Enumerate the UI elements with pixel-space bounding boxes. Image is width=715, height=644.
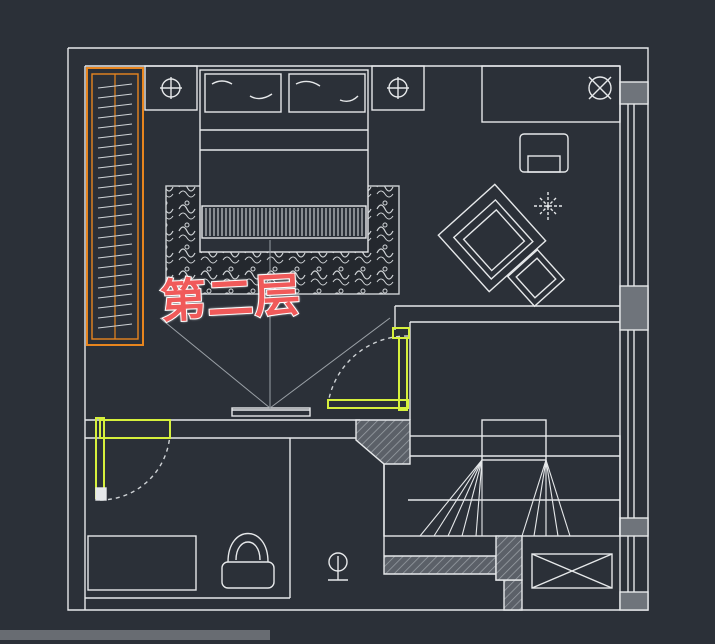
bedroom-partition (85, 407, 360, 439)
nightstand-right-icon (371, 65, 425, 111)
staircase-icon (383, 419, 621, 537)
nightstand-left-icon (144, 65, 198, 111)
floor-label: 第二层 (158, 266, 304, 329)
tv-cabinet-icon (481, 65, 621, 123)
wardrobe-icon (86, 67, 144, 346)
floor-drain-icon (328, 552, 348, 581)
potted-plant-icon (534, 192, 562, 220)
window-right (619, 66, 649, 611)
side-table-icon (506, 248, 566, 308)
armchair-icon (437, 183, 547, 293)
stair-hall-wall (394, 305, 620, 420)
bathroom-wall (85, 438, 291, 599)
toilet-icon (221, 533, 275, 589)
bathroom-door-icon (95, 417, 171, 501)
stair-window-icon (531, 553, 613, 589)
caption-strip (0, 630, 270, 640)
small-chair-icon (519, 133, 569, 173)
bedroom-door-icon (327, 327, 410, 411)
bed-icon (199, 69, 369, 253)
tv-sight-lines (159, 240, 391, 409)
bed-footboard (201, 205, 367, 239)
stair-wall-hatch (355, 419, 523, 611)
bathroom-counter-icon (87, 535, 197, 591)
